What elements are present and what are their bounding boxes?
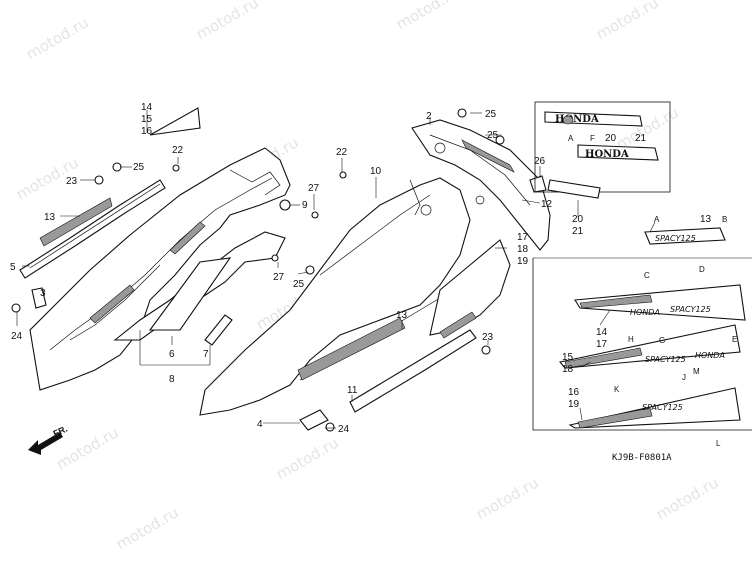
watermark-text: motod.ru xyxy=(593,0,662,43)
callout: 9 xyxy=(302,200,308,211)
direction-label: FR. xyxy=(52,424,69,439)
callout: 6 xyxy=(169,349,175,360)
trim-strip-11 xyxy=(349,311,477,413)
callout: 18 xyxy=(517,244,529,255)
stripe-detail-inset: SPACY125 HONDA SPACY125 SPACY125 HONDA S… xyxy=(532,227,752,463)
callout: 11 xyxy=(347,385,358,396)
callout: 21 xyxy=(572,226,584,237)
watermark-text: motod.ru xyxy=(273,433,342,483)
letter-callout: K xyxy=(614,385,620,394)
callout: 16 xyxy=(568,387,580,398)
watermark-text: motod.ru xyxy=(653,473,722,523)
diagram-code: KJ9B-F0801A xyxy=(612,453,672,463)
callout: 15 xyxy=(562,352,574,363)
callout: 25 xyxy=(133,162,145,173)
watermark-text: motod.ru xyxy=(473,473,542,523)
letter-callout: J xyxy=(682,373,686,382)
callout: 26 xyxy=(534,156,546,167)
callout: 15 xyxy=(141,114,153,125)
callout: 27 xyxy=(308,183,320,194)
callout: 16 xyxy=(141,126,153,137)
callout: 17 xyxy=(596,339,608,350)
leader-lines xyxy=(16,110,656,429)
honda-emblem-group: HONDA HONDA xyxy=(534,101,671,199)
callout: 21 xyxy=(635,133,647,144)
stripe-model-16: SPACY125 xyxy=(642,403,683,412)
callout: 13 xyxy=(396,310,408,321)
letter-callout: E xyxy=(732,335,737,344)
letter-callout: A xyxy=(654,215,660,224)
letter-callout: L xyxy=(716,439,721,448)
callout: 25 xyxy=(293,279,305,290)
letter-callout: G xyxy=(659,336,665,345)
callout: 14 xyxy=(141,102,153,113)
callout: 22 xyxy=(336,147,348,158)
letter-callout: A xyxy=(568,134,574,143)
callout: 4 xyxy=(257,419,263,430)
stripe-brand-15: HONDA xyxy=(695,351,725,360)
top-rail xyxy=(19,179,166,279)
stripe-13-left xyxy=(39,197,113,247)
rear-section xyxy=(411,119,551,251)
callout: 23 xyxy=(66,176,78,187)
left-side-cover xyxy=(29,147,291,391)
callout: 23 xyxy=(482,332,494,343)
watermark-text: motod.ru xyxy=(113,503,182,553)
letter-callout: F xyxy=(590,134,595,143)
letter-callout: H xyxy=(628,335,634,344)
watermark-text: motod.ru xyxy=(393,0,462,33)
callout: 3 xyxy=(40,288,46,299)
right-curved-cover xyxy=(429,239,511,336)
callout: 20 xyxy=(572,214,584,225)
callout: 5 xyxy=(10,262,16,273)
center-body-cover xyxy=(199,177,471,416)
letter-callout: B xyxy=(722,215,727,224)
callout: 14 xyxy=(596,327,608,338)
stripe-model-14: SPACY125 xyxy=(670,305,711,314)
callout: 27 xyxy=(273,272,285,283)
letter-callout: M xyxy=(693,367,700,376)
honda-wordmark-lower: HONDA xyxy=(585,149,629,160)
callout: 24 xyxy=(11,331,23,342)
watermark-text: motod.ru xyxy=(23,13,92,63)
callout: 7 xyxy=(203,349,209,360)
callout: 19 xyxy=(517,256,529,267)
watermark-text: motod.ru xyxy=(613,103,682,153)
model-emblem-small: SPACY125 xyxy=(655,234,696,243)
callout: 24 xyxy=(338,424,350,435)
callout: 2 xyxy=(426,111,432,122)
callout: 17 xyxy=(517,232,529,243)
callout: 13 xyxy=(700,214,712,225)
letter-callouts: A F A B C D E H G J M K L xyxy=(568,134,737,448)
letter-callout: D xyxy=(699,265,705,274)
panel-6-7 xyxy=(148,257,233,346)
front-direction-arrow: FR. xyxy=(28,424,69,455)
callout-numbers: 14 15 16 25 22 23 13 5 3 24 9 27 22 10 2… xyxy=(10,102,712,435)
stripe-model-15: SPACY125 xyxy=(645,355,686,364)
callout: 10 xyxy=(370,166,382,177)
callout: 12 xyxy=(541,199,553,210)
callout: 25 xyxy=(487,130,499,141)
callout: 18 xyxy=(562,364,574,375)
callout: 13 xyxy=(44,212,56,223)
honda-wordmark-upper: HONDA xyxy=(555,114,599,125)
stripe-brand-14: HONDA xyxy=(630,308,660,317)
decal-top xyxy=(149,107,201,136)
callout: 20 xyxy=(605,133,617,144)
watermark-text: motod.ru xyxy=(193,0,262,43)
letter-callout: C xyxy=(644,271,650,280)
callout: 25 xyxy=(485,109,497,120)
callout: 19 xyxy=(568,399,580,410)
callout: 8 xyxy=(169,374,175,385)
callout: 22 xyxy=(172,145,184,156)
